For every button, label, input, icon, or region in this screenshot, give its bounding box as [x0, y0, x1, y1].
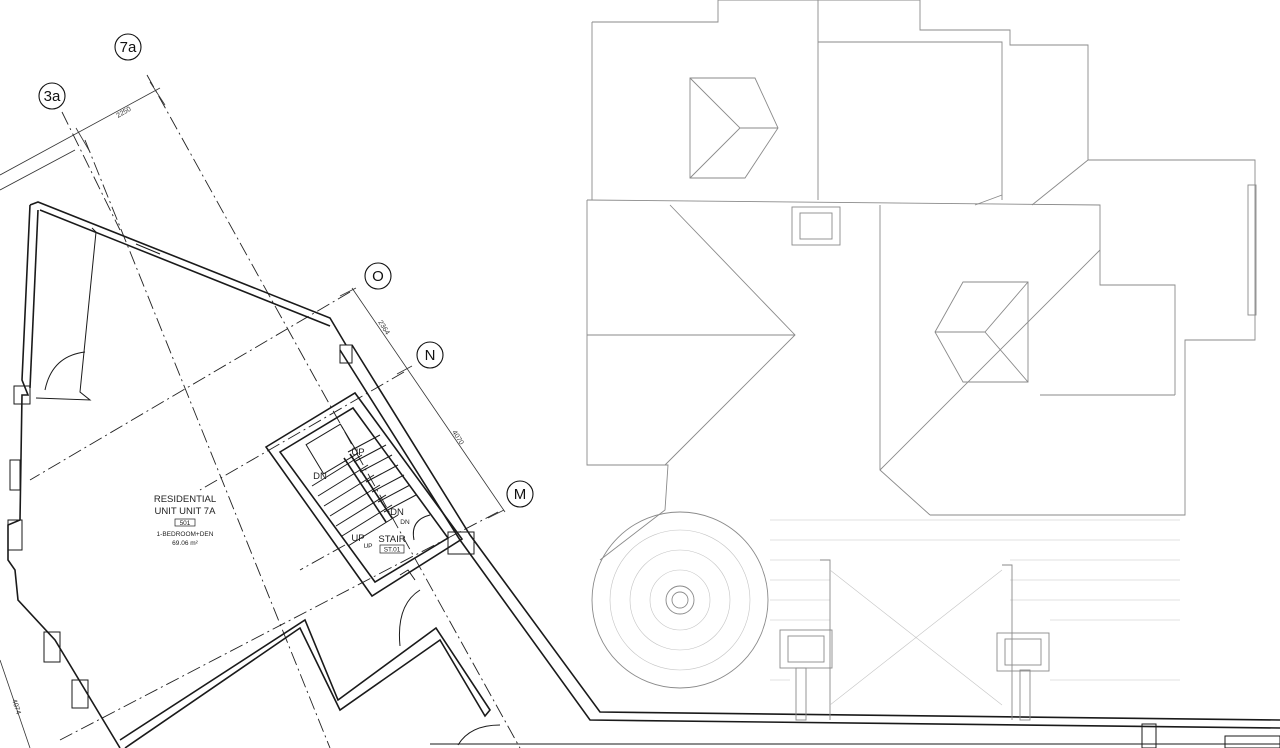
roof-plan	[586, 0, 1257, 721]
stair-tag: ST.01	[384, 547, 401, 554]
stair-dn-2: DN	[390, 507, 404, 518]
stair-up-1: UP	[351, 447, 364, 458]
grid-bubble-O: O	[364, 262, 392, 290]
dim-bottom-left: 4074	[10, 698, 22, 715]
grid-label-O: O	[372, 268, 384, 285]
stair-dn-1: DN	[313, 471, 327, 482]
dim-top-span: 2250	[116, 106, 133, 120]
dimension-lines	[0, 81, 506, 748]
unit-title-line2: UNIT UNIT 7A	[155, 506, 217, 517]
grid-lines	[29, 74, 521, 748]
stair-core	[264, 391, 501, 746]
grid-bubble-M: M	[506, 480, 534, 508]
grid-bubble-3a: 3a	[38, 82, 66, 110]
dim-n-to-m: 4070	[450, 429, 464, 446]
stair-dn-3: DN	[400, 519, 410, 526]
unit-area: 69.06 m²	[172, 540, 198, 547]
unit-tag: 501	[180, 520, 191, 527]
stair-up-2: UP	[351, 533, 364, 544]
grid-label-N: N	[425, 347, 436, 364]
grid-label-3a: 3a	[44, 88, 61, 105]
stair-labels: DN UP DN UP UP DN STAIR ST.01	[313, 447, 410, 554]
stair-up-3: UP	[363, 543, 372, 550]
grid-bubble-N: N	[416, 341, 444, 369]
unit-walls	[7, 201, 1280, 748]
grid-label-7a: 7a	[120, 39, 137, 56]
base-wall	[430, 723, 1280, 748]
unit-type: 1-BEDROOM+DEN	[157, 531, 214, 538]
grid-label-M: M	[514, 486, 527, 503]
unit-label: RESIDENTIAL UNIT UNIT 7A 501 1-BEDROOM+D…	[154, 494, 216, 547]
dim-o-to-n: 2364	[376, 319, 390, 336]
grid-bubble-7a: 7a	[114, 33, 142, 61]
stair-title: STAIR	[378, 534, 405, 545]
unit-title-line1: RESIDENTIAL	[154, 494, 216, 505]
